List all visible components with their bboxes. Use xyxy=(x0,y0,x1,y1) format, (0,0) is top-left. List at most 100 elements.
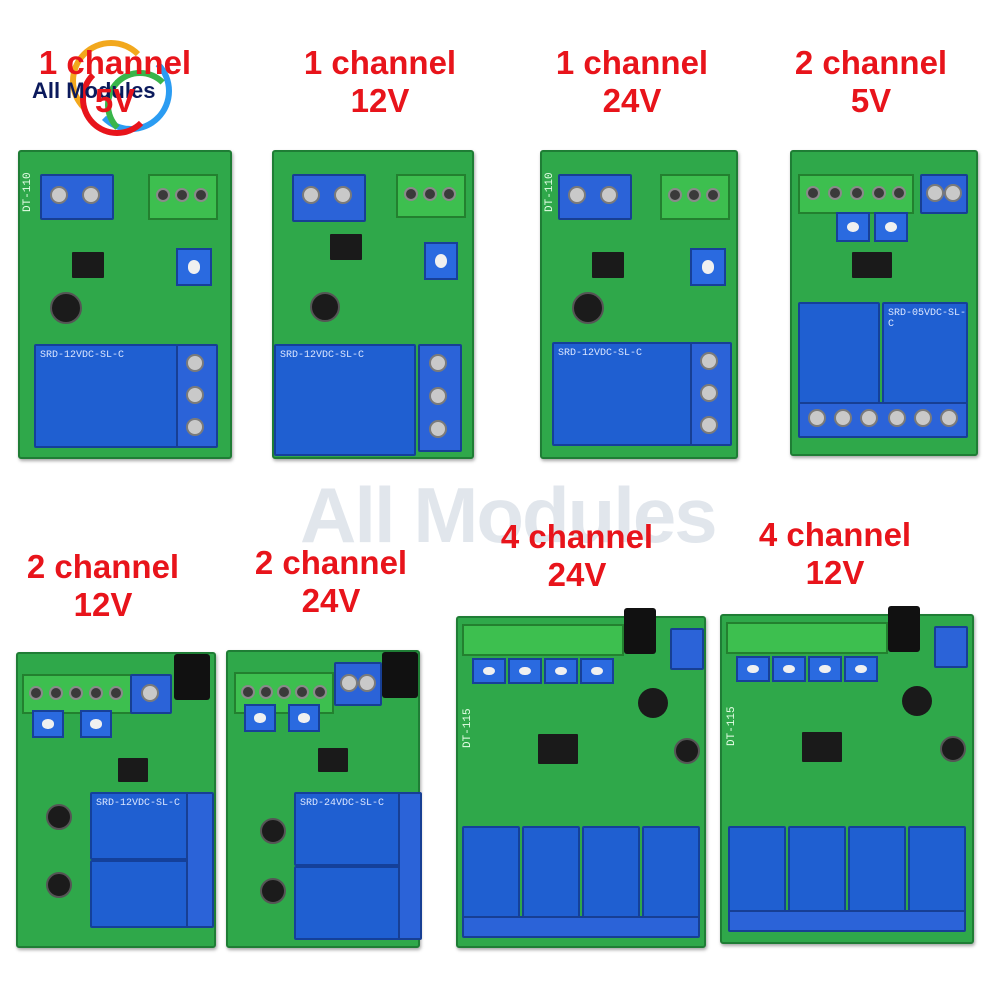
potentiometer-1 xyxy=(472,658,506,684)
relay-2 xyxy=(294,866,402,940)
potentiometer-2 xyxy=(508,658,542,684)
signal-terminal xyxy=(798,174,914,214)
potentiometer-1 xyxy=(32,710,64,738)
signal-terminal xyxy=(660,174,730,220)
board-model: DT-115 xyxy=(462,708,474,748)
relay-3 xyxy=(848,826,906,914)
relay-1 xyxy=(462,826,520,920)
capacitor xyxy=(572,292,604,324)
product-label-8: 4 channel 12V xyxy=(740,516,930,592)
ic-chip xyxy=(118,758,148,782)
logo-ring-orange xyxy=(70,40,152,122)
product-label-7: 4 channel 24V xyxy=(482,518,672,594)
capacitor xyxy=(50,292,82,324)
relay-model: SRD-12VDC-SL-C xyxy=(96,798,181,809)
signal-terminal xyxy=(234,672,334,714)
voltage-label: 24V xyxy=(602,82,662,119)
channel-label: 2 channel xyxy=(254,544,408,581)
voltage-label: 5V xyxy=(850,82,892,119)
product-label-5: 2 channel 12V xyxy=(8,548,198,624)
relay-1: SRD-12VDC-SL-C xyxy=(90,792,190,860)
power-terminal xyxy=(334,662,382,706)
power-terminal xyxy=(292,174,366,222)
voltage-label: 12V xyxy=(73,586,133,623)
power-terminal xyxy=(40,174,114,220)
potentiometer-4 xyxy=(580,658,614,684)
potentiometer-2 xyxy=(874,212,908,242)
relay-2 xyxy=(522,826,580,920)
relay-model: SRD-12VDC-SL-C xyxy=(558,348,643,359)
product-label-1: 1 channel 5V xyxy=(20,44,210,120)
capacitor-2 xyxy=(46,872,72,898)
ic-chip xyxy=(592,252,624,278)
capacitor-1 xyxy=(46,804,72,830)
relay-board-1ch-12v: SRD-12VDC-SL-C xyxy=(272,150,474,459)
power-terminal xyxy=(934,626,968,668)
inductor xyxy=(638,688,668,718)
power-terminal xyxy=(670,628,704,670)
channel-label: 4 channel xyxy=(500,518,654,555)
signal-terminal xyxy=(726,622,888,654)
product-label-4: 2 channel 5V xyxy=(776,44,966,120)
relay-terminal xyxy=(462,916,700,938)
product-label-2: 1 channel 12V xyxy=(285,44,475,120)
relay-3 xyxy=(582,826,640,920)
channel-label: 2 channel xyxy=(794,44,948,81)
relay-terminal xyxy=(690,342,732,446)
relay-board-1ch-24v: DT-110 SRD-12VDC-SL-C xyxy=(540,150,738,459)
relay-4 xyxy=(908,826,966,914)
logo-ring-green xyxy=(105,70,175,140)
voltage-label: 5V xyxy=(94,82,136,119)
relay-1: SRD-24VDC-SL-C xyxy=(294,792,402,866)
signal-terminal xyxy=(462,624,624,656)
ic-chip xyxy=(538,734,578,764)
relay: SRD-12VDC-SL-C xyxy=(552,342,692,446)
watermark-text: All Modules xyxy=(300,471,718,559)
logo-text: All Modules xyxy=(32,78,156,103)
relay-terminal xyxy=(798,402,968,438)
relay-2: SRD-05VDC-SL-C xyxy=(882,302,968,404)
power-terminal xyxy=(920,174,968,214)
channel-label: 1 channel xyxy=(38,44,192,81)
ic-chip xyxy=(852,252,892,278)
signal-terminal xyxy=(148,174,218,220)
potentiometer-2 xyxy=(80,710,112,738)
product-label-3: 1 channel 24V xyxy=(537,44,727,120)
potentiometer xyxy=(424,242,458,280)
relay-terminal xyxy=(728,910,966,932)
relay-terminal xyxy=(418,344,462,452)
capacitor xyxy=(674,738,700,764)
relay-board-4ch-24v: DT-115 xyxy=(456,608,706,948)
capacitor xyxy=(310,292,340,322)
power-terminal xyxy=(130,674,172,714)
ic-chip xyxy=(802,732,842,762)
dc-jack xyxy=(382,652,418,698)
channel-label: 1 channel xyxy=(555,44,709,81)
signal-terminal xyxy=(22,674,132,714)
capacitor-1 xyxy=(260,818,286,844)
dc-jack xyxy=(624,608,656,654)
relay-model: SRD-24VDC-SL-C xyxy=(300,798,385,809)
potentiometer-3 xyxy=(544,658,578,684)
relay-board-2ch-5v: SRD-05VDC-SL-C xyxy=(790,150,978,456)
voltage-label: 12V xyxy=(805,554,865,591)
relay-board-2ch-12v: SRD-12VDC-SL-C xyxy=(16,652,216,948)
dc-jack xyxy=(174,654,210,700)
voltage-label: 24V xyxy=(301,582,361,619)
channel-label: 1 channel xyxy=(303,44,457,81)
relay-2 xyxy=(788,826,846,914)
potentiometer-2 xyxy=(772,656,806,682)
relay-model: SRD-12VDC-SL-C xyxy=(40,350,125,361)
potentiometer-2 xyxy=(288,704,320,732)
potentiometer-4 xyxy=(844,656,878,682)
relay-terminal xyxy=(398,792,422,940)
potentiometer-1 xyxy=(836,212,870,242)
signal-terminal xyxy=(396,174,466,218)
board-model: DT-110 xyxy=(22,172,34,212)
potentiometer-1 xyxy=(244,704,276,732)
relay-model: SRD-12VDC-SL-C xyxy=(280,350,365,361)
relay-4 xyxy=(642,826,700,920)
potentiometer-3 xyxy=(808,656,842,682)
relay-1 xyxy=(798,302,880,404)
voltage-label: 24V xyxy=(547,556,607,593)
